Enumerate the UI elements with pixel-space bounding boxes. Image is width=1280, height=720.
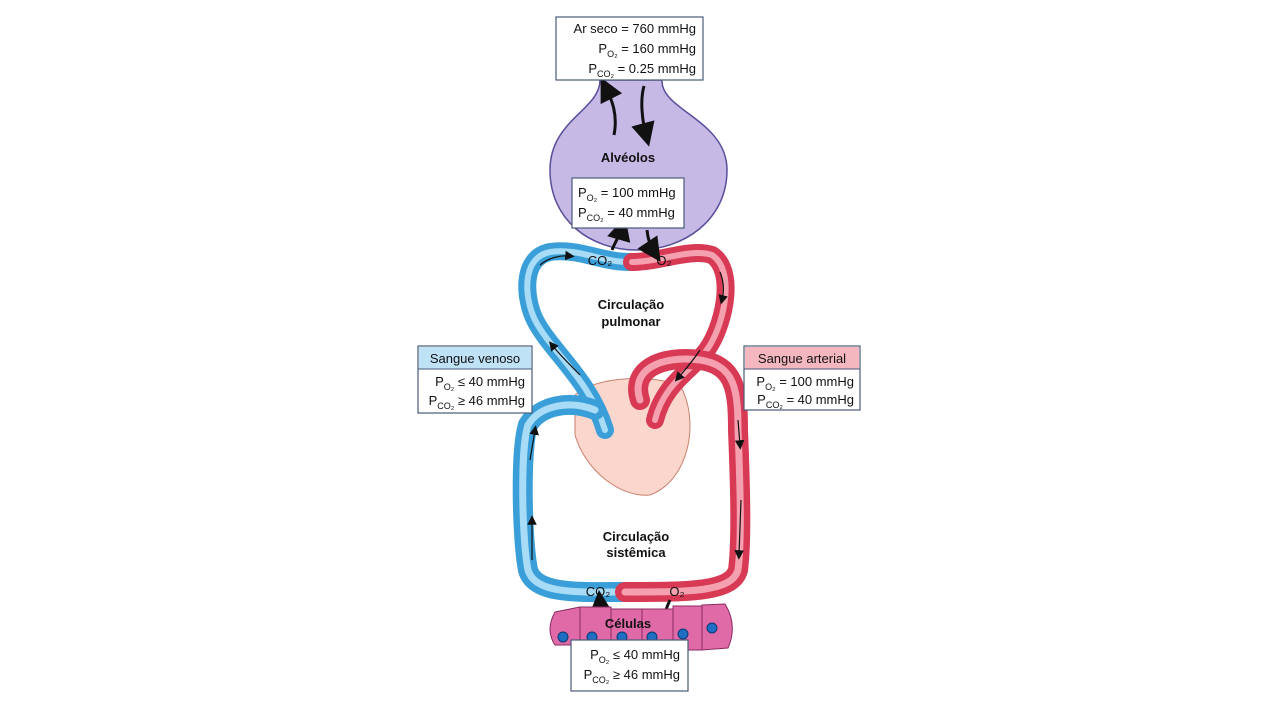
arterial-blood-title: Sangue arterial xyxy=(758,351,846,366)
flow-arrow-icon xyxy=(734,419,745,450)
air-po2: PO₂ = 160 mmHg xyxy=(598,41,696,59)
venous-box-header xyxy=(419,347,531,369)
flow-arrow-icon xyxy=(718,271,728,305)
systemic-o2-label: O₂ xyxy=(669,584,684,599)
venous-blood-title: Sangue venoso xyxy=(430,351,520,366)
systemic-circulation-label: sistêmica xyxy=(606,545,666,560)
flow-arrow-icon xyxy=(734,499,744,560)
air-pco2: PCO₂ = 0.25 mmHg xyxy=(588,61,696,79)
cells-po2: PO₂ ≤ 40 mmHg xyxy=(590,647,680,665)
vessel-highlight xyxy=(524,248,633,433)
vessel-highlight xyxy=(519,401,629,596)
alveoli-label: Alvéolos xyxy=(601,150,655,165)
alveoli-pco2: PCO₂ = 40 mmHg xyxy=(578,205,675,223)
systemic-circulation-label: Circulação xyxy=(603,529,670,544)
pulmonary-circulation-label: Circulação xyxy=(598,297,665,312)
venous-po2: PO₂ ≤ 40 mmHg xyxy=(435,374,525,392)
pulmonary-o2-label: O₂ xyxy=(656,253,671,268)
cells-pressure-box xyxy=(570,639,689,692)
flow-arrow-icon xyxy=(529,425,539,461)
venous-pco2: PCO₂ ≥ 46 mmHg xyxy=(429,393,525,411)
pulmonary-circulation-label: pulmonar xyxy=(601,314,660,329)
arterial-pco2: PCO₂ = 40 mmHg xyxy=(757,392,854,410)
cells-label: Células xyxy=(605,616,651,631)
o2-in-arrow-icon xyxy=(637,229,661,262)
dry-air-pressure: Ar seco = 760 mmHg xyxy=(574,21,696,36)
o2-in-arrow-icon xyxy=(631,85,655,147)
alveoli-po2: PO₂ = 100 mmHg xyxy=(578,185,676,203)
arterial-box-header xyxy=(745,347,859,369)
co2-out-arrow-icon xyxy=(607,216,631,251)
cells-pco2: PCO₂ ≥ 46 mmHg xyxy=(584,667,680,685)
dry-air-box xyxy=(555,16,704,81)
vessel-highlight xyxy=(621,355,744,596)
co2-out-arrow-icon xyxy=(600,77,623,136)
alveoli-pressure-box xyxy=(571,177,685,229)
flow-arrow-icon xyxy=(674,349,701,382)
systemic-co2-label: CO₂ xyxy=(586,584,611,599)
pulmonary-co2-label: CO₂ xyxy=(588,253,613,268)
flow-arrow-icon xyxy=(539,250,575,266)
arterial-po2: PO₂ = 100 mmHg xyxy=(756,374,854,392)
flow-arrow-icon xyxy=(549,341,581,376)
